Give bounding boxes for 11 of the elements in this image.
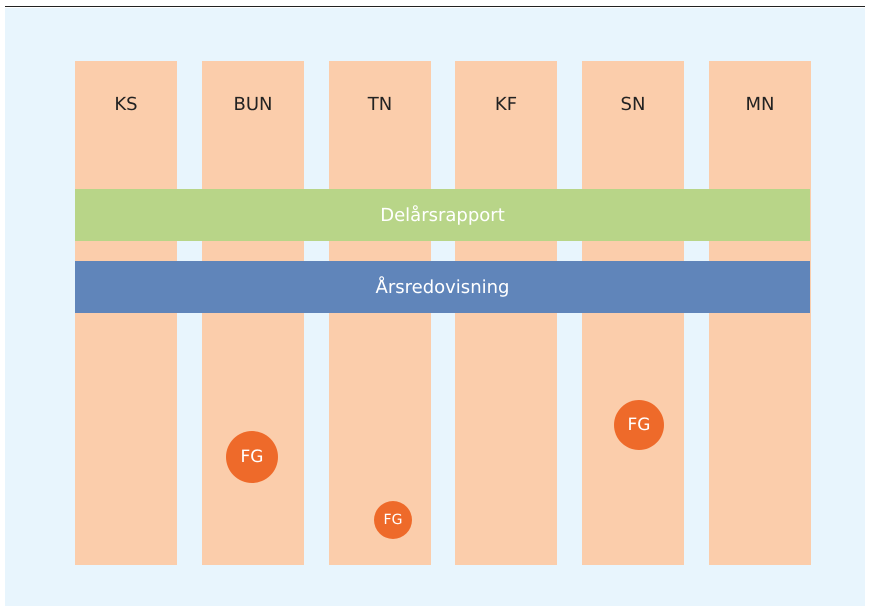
column-label: SN <box>620 94 646 115</box>
column-label: KS <box>113 94 139 115</box>
column-label: KF <box>494 94 518 115</box>
column-label: MN <box>744 94 776 115</box>
column-label: BUN <box>232 94 274 115</box>
column-label: TN <box>366 94 394 115</box>
band-bar: Årsredovisning <box>75 261 810 313</box>
circle-marker: FG <box>374 501 412 539</box>
band-bar: Delårsrapport <box>75 189 810 241</box>
circle-marker: FG <box>226 431 278 483</box>
circle-marker: FG <box>614 400 664 450</box>
